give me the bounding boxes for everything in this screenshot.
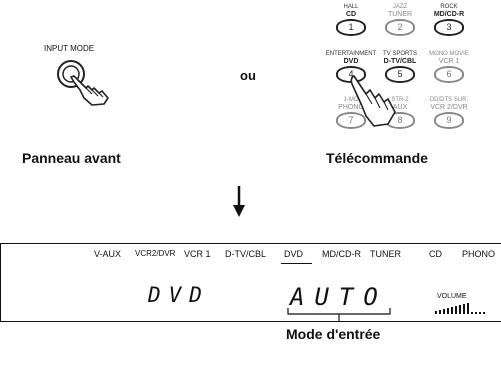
key-label-dvd: DVD <box>343 58 359 65</box>
key-label-phono: PHONO <box>338 104 364 111</box>
remote-key-7[interactable]: 7 <box>336 112 366 129</box>
key-top-str2: STR-2 <box>391 97 409 103</box>
or-connector: ou <box>240 68 256 83</box>
remote-key-9[interactable]: 9 <box>434 112 464 129</box>
volume-meter-icon <box>435 303 485 314</box>
key-top-hall: HALL <box>343 4 359 10</box>
display-input-vcr1: VCR 1 <box>184 249 211 259</box>
display-input-vcr2dvr: VCR2/DVR <box>135 249 176 258</box>
dvd-selected-underline <box>281 263 312 264</box>
remote-key-3[interactable]: 3 <box>434 19 464 36</box>
key-top-tv-sports: TV SPORTS <box>383 51 417 57</box>
key-label-mdcdr: MD/CD-R <box>433 11 465 18</box>
volume-label: VOLUME <box>437 293 467 300</box>
display-input-dvd: DVD <box>284 249 304 259</box>
display-input-mdcdr: MD/CD-R <box>322 249 361 259</box>
remote-key-6[interactable]: 6 <box>434 66 464 83</box>
remote-keypad: HALL CD 1 JAZZ TUNER 2 ROCK MD/CD-R 3 EN… <box>316 2 476 142</box>
key-label-vcr1: VCR 1 <box>438 58 460 65</box>
down-arrow-icon <box>233 186 245 217</box>
display-input-cd: CD <box>429 249 442 259</box>
key-label-tuner: TUNER <box>387 11 413 18</box>
input-mode-label: INPUT MODE <box>44 44 95 53</box>
key-top-1mo: 1-MO <box>343 97 359 103</box>
key-top-dd-dts: DD/DTS SUR. <box>429 97 469 103</box>
mode-bracket <box>287 308 391 322</box>
front-display: V-AUX VCR2/DVR VCR 1 D-TV/CBL DVD MD/CD-… <box>0 243 501 323</box>
display-input-tuner: TUNER <box>370 249 401 259</box>
key-label-cd: CD <box>345 11 357 18</box>
front-panel-caption: Panneau avant <box>22 150 121 166</box>
key-top-mono-movie: MONO MOVIE <box>429 51 469 57</box>
display-input-dtvcbl: D-TV/CBL <box>225 249 267 259</box>
display-frame <box>0 243 501 322</box>
input-mode-button[interactable] <box>52 58 122 108</box>
key-top-jazz: JAZZ <box>392 4 408 10</box>
remote-key-5[interactable]: 5 <box>385 66 415 83</box>
display-mode-text: AUTO <box>290 283 388 311</box>
key-top-entertainment: ENTERTAINMENT <box>325 51 377 57</box>
remote-key-1[interactable]: 1 <box>336 19 366 36</box>
pointing-hand-icon <box>350 75 396 127</box>
mode-caption: Mode d'entrée <box>286 326 381 342</box>
key-label-aux: AUX <box>392 104 408 111</box>
display-source-text: DVD <box>148 283 210 307</box>
key-label-vcr2-dvr: VCR 2/DVR <box>430 104 468 111</box>
display-input-vaux: V-AUX <box>94 249 122 259</box>
key-top-rock: ROCK <box>440 4 458 10</box>
remote-caption: Télécommande <box>326 150 428 166</box>
key-label-dtv-cbl: D-TV/CBL <box>383 58 417 65</box>
display-input-phono: PHONO <box>462 249 496 259</box>
remote-key-2[interactable]: 2 <box>385 19 415 36</box>
